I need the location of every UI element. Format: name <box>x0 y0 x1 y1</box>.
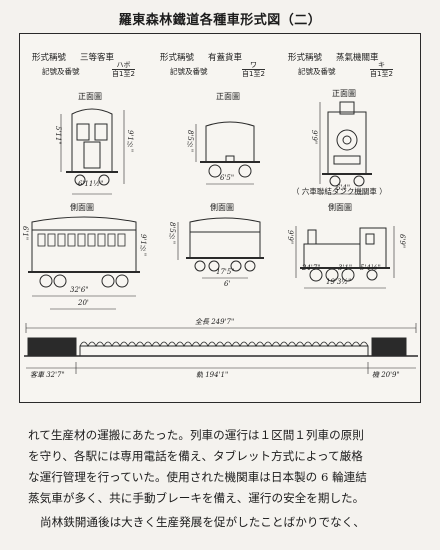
drawing-plate: 形式稱號 三等客車 記號及番號 ハボ 自1至2 形式稱號 有蓋貨車 記號及番號 … <box>19 33 421 403</box>
body-line-1: れて生産材の運搬にあたった。列車の運行は１区間１列車の原則 <box>28 428 364 442</box>
van-front-drawing <box>195 121 260 185</box>
loco-code: キ 自1至2 <box>370 61 393 78</box>
coach-side-height-dim: 6'1" <box>21 226 29 241</box>
coach-type-name: 三等客車 <box>80 53 115 63</box>
loco-code-bottom: 自1至2 <box>370 70 393 78</box>
loco-front-height-dim: 9'9" <box>310 130 318 145</box>
body-line-2: を守り、各駅には専用電話を備え、タブレット方式によって厳格 <box>28 449 363 463</box>
coach-front-drawing <box>60 108 125 195</box>
coach-side-total-height-dim: 9'1½" <box>139 234 147 257</box>
van-front-view-label: 正面圖 <box>216 92 240 101</box>
van-front-width-dim: 6'5" <box>220 174 235 182</box>
van-code-top: ワ <box>242 61 265 70</box>
loco-length-dim: 24'7" <box>302 264 321 272</box>
loco-wheel2-dim: 5'4½" <box>360 264 381 272</box>
loco-front-width-dim: 6'4" <box>336 184 351 192</box>
body-line-3: な運行管理を行っていた。使用された機関車は日本製の 6 輪連結 <box>28 470 367 484</box>
loco-side-height-dim: 9'9" <box>286 230 294 245</box>
train-loco-length: 機 20'9" <box>372 371 400 379</box>
coach-wheelbase-dim: 20' <box>78 299 89 307</box>
train-track-length: 軌 194'1" <box>196 371 229 379</box>
train-total-length: 全長 249'7" <box>192 317 238 327</box>
coach-code-top: ハボ <box>112 61 135 70</box>
van-wheelbase-dim: 6' <box>224 280 231 288</box>
body-line-4: 蒸気車が多く、共に手動ブレーキを備え、運行の安全を期した。 <box>28 491 365 505</box>
van-front-height-dim: 8'5½" <box>186 130 194 153</box>
full-train-drawing <box>24 323 418 374</box>
van-side-view-label: 側面圖 <box>210 203 234 212</box>
loco-side-total-height-dim: 6'9" <box>398 234 406 249</box>
coach-type-label: 形式稱號 <box>32 53 67 63</box>
coach-code-label: 記號及番號 <box>42 67 80 76</box>
van-side-drawing <box>177 217 264 279</box>
coach-front-height-dim: 5'11" <box>54 126 62 145</box>
coach-code: ハボ 自1至2 <box>112 61 135 78</box>
coach-length-dim: 32'6" <box>70 286 89 294</box>
van-type-label: 形式稱號 <box>160 53 195 63</box>
body-line-5: 尚林鉄開通後は大きく生産発展を促がしたことばかりでなく、 <box>40 515 365 529</box>
car-drawings <box>24 101 418 374</box>
coach-side-view-label: 側面圖 <box>70 203 94 212</box>
coach-code-bottom: 自1至2 <box>112 70 135 78</box>
page-title: 羅東森林鐵道各種車形式図（二） <box>118 13 322 28</box>
train-coach-length: 客車 32'7" <box>30 371 65 379</box>
loco-wheelbase-dim: 19'3½" <box>326 278 352 286</box>
van-side-height-dim: 8'5½" <box>168 222 176 245</box>
body-text: れて生産材の運搬にあたった。列車の運行は１区間１列車の原則 を守り、各駅には専用… <box>28 425 418 533</box>
coach-front-view-label: 正面圖 <box>78 92 102 101</box>
loco-side-drawing <box>295 226 395 289</box>
loco-type-label: 形式稱號 <box>288 53 323 63</box>
van-code: ワ 自1至2 <box>242 61 265 78</box>
loco-front-view-label: 正面圖 <box>332 89 356 98</box>
coach-side-drawing <box>28 216 140 310</box>
van-length-dim: 17'5" <box>216 268 235 276</box>
van-code-label: 記號及番號 <box>170 67 208 76</box>
van-type-name: 有蓋貨車 <box>208 53 243 63</box>
loco-wheel-dim: 3'1" <box>338 264 353 272</box>
loco-side-view-label: 側面圖 <box>328 203 352 212</box>
loco-code-label: 記號及番號 <box>298 67 336 76</box>
loco-note: （ 六車聯結タンク機關車 ） <box>292 187 387 196</box>
loco-type-name: 蒸氣機關車 <box>336 53 379 63</box>
loco-code-top: キ <box>370 61 393 70</box>
coach-front-width-dim: 6'11½" <box>78 180 104 188</box>
van-code-bottom: 自1至2 <box>242 70 265 78</box>
coach-front-total-height-dim: 9'1½" <box>126 130 134 153</box>
loco-front-drawing <box>319 101 372 195</box>
